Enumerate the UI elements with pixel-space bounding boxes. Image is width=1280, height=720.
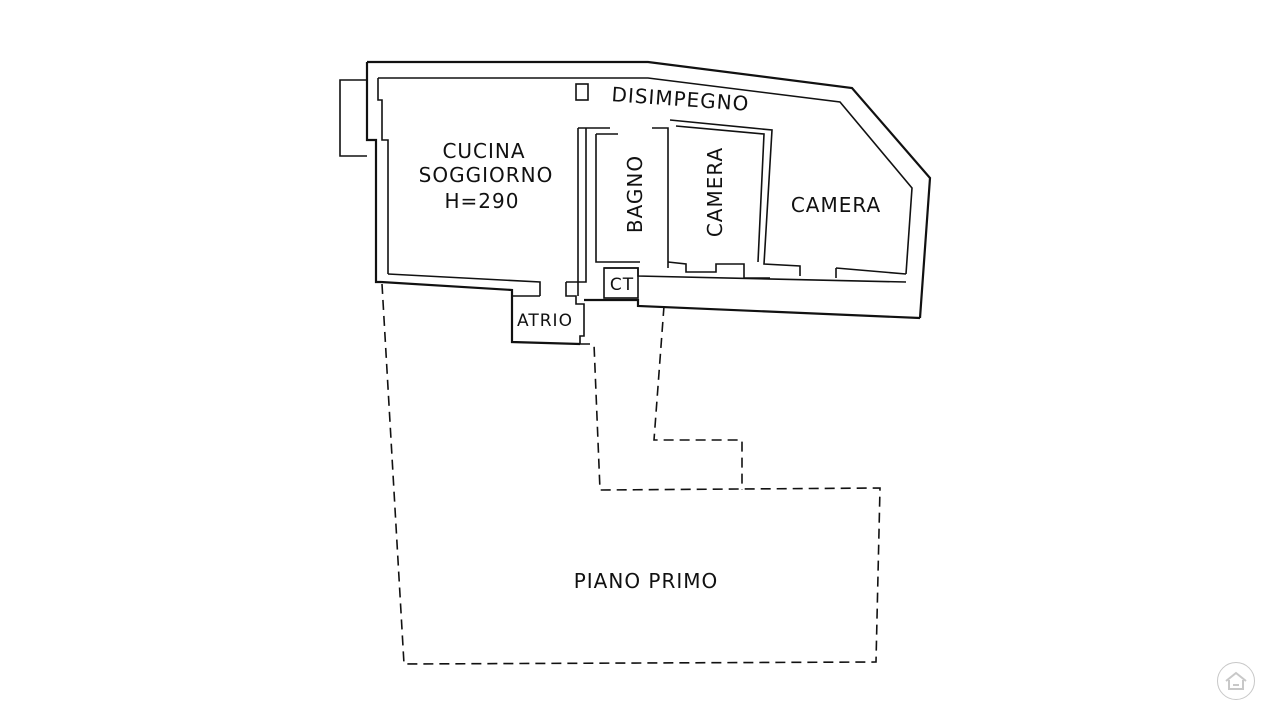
camera-small-wall [669,119,801,276]
label-camera-large: CAMERA [791,193,881,217]
bagno-left-wall [595,134,640,263]
upper-floor-left [381,283,881,665]
outer-wall-top [367,60,932,319]
interior-walls [566,83,907,299]
label-atrio: ATRIO [517,311,573,331]
upper-floor-notch [653,305,743,490]
label-disimpegno: DISIMPEGNO [611,82,750,116]
kitchen-door-jamb [575,83,589,101]
label-ct: CT [610,275,634,295]
left-balcony [339,79,367,157]
camera-small-inner [675,125,765,263]
camera-large-bottom [835,267,907,275]
label-camera-small: CAMERA [703,147,727,237]
kitchen-bottom-wall [387,273,541,296]
atrio-right-wall [565,282,590,345]
label-piano-primo: PIANO PRIMO [574,569,719,593]
label-soggiorno: SOGGIORNO [419,163,554,187]
upper-floor-outline [381,283,881,665]
kitchen-right-wall-b [566,128,587,283]
inner-wall-top [378,77,913,275]
bagno-right-wall [652,127,669,268]
camera-small-bottom [667,261,770,279]
label-cucina-height: H=290 [445,189,520,213]
outer-wall-left [365,62,381,284]
kitchen-bottom-outer [380,280,581,346]
inner-wall-left [377,78,389,274]
home-button[interactable] [1217,662,1255,700]
label-cucina: CUCINA [442,139,525,163]
ct-box [603,267,639,299]
home-icon [1225,671,1247,690]
corridor-bottom-wall [584,298,921,320]
room-labels: CUCINA SOGGIORNO H=290 DISIMPEGNO BAGNO … [419,82,881,593]
label-bagno: BAGNO [623,155,647,233]
